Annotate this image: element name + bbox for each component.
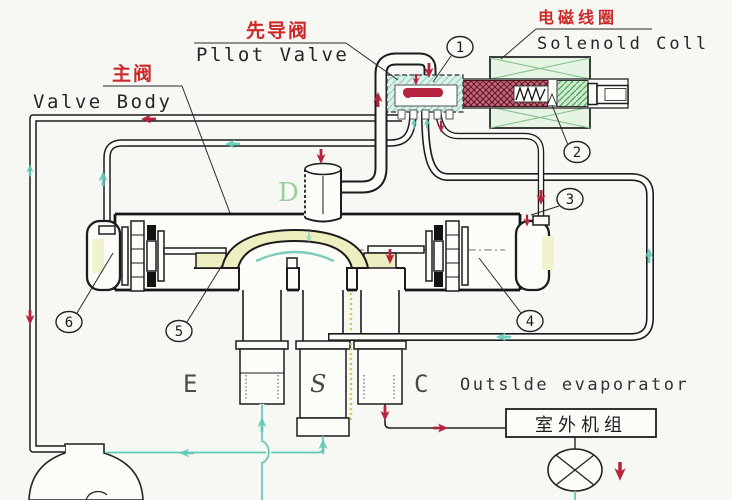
main-valve	[85, 162, 554, 292]
right-piston	[356, 220, 505, 292]
main-slide	[195, 228, 397, 269]
plunger-spring	[515, 85, 546, 103]
port-s-label: S	[310, 370, 326, 398]
callout-2: 2	[551, 104, 591, 164]
svg-text:先导阀: 先导阀	[246, 19, 309, 42]
callout-1: 1	[432, 35, 474, 83]
port-s-tube	[295, 289, 353, 437]
svg-text:5: 5	[175, 324, 183, 340]
suction-line	[106, 436, 324, 454]
svg-text:6: 6	[65, 315, 73, 331]
callouts: 1 2 3 4 5 6	[55, 35, 591, 343]
svg-text:4: 4	[526, 314, 534, 330]
label-valve-body: 主阀 Valve Body	[33, 62, 231, 214]
indoor-line	[261, 404, 270, 500]
svg-text:主阀: 主阀	[112, 62, 154, 85]
callout-5: 5	[165, 261, 225, 343]
outdoor-line	[384, 404, 506, 429]
labels: 主阀 Valve Body 先导阀 Pllot Valve 电磁线圈 Solen…	[33, 8, 709, 398]
svg-text:Valve Body: Valve Body	[33, 91, 172, 113]
outdoor-unit-box	[505, 408, 657, 438]
port-e-label: E	[183, 370, 197, 398]
svg-text:3: 3	[566, 192, 574, 208]
pilot-slide	[403, 88, 443, 98]
svg-text:1: 1	[456, 40, 464, 56]
fixed-core	[556, 80, 589, 107]
svg-text:电磁线圈: 电磁线圈	[538, 8, 618, 27]
port-c-tube	[353, 289, 407, 405]
callout-4: 4	[478, 257, 544, 333]
port-d-label: D	[278, 178, 299, 208]
fan-icon	[547, 448, 603, 492]
port-e-tube	[235, 289, 289, 405]
callout-3: 3	[530, 187, 584, 216]
outdoor-unit-label: 室外机组	[535, 415, 627, 436]
callout-6: 6	[55, 252, 114, 334]
label-solenoid-coil: 电磁线圈 Solenold Coll	[500, 8, 709, 60]
port-c-label: C	[414, 370, 428, 398]
svg-text:Pllot Valve: Pllot Valve	[196, 44, 349, 66]
label-pilot-valve: 先导阀 Pllot Valve	[194, 19, 399, 81]
compressor	[28, 443, 144, 500]
svg-text:Solenold Coll: Solenold Coll	[537, 34, 709, 54]
port-d-cylinder	[304, 162, 342, 223]
bottom-circuit: 室外机组	[28, 404, 657, 500]
pilot-solenoid-assembly	[386, 56, 629, 129]
pipes	[29, 52, 654, 453]
outside-evaporator-label: Outslde evaporator	[460, 375, 689, 395]
svg-text:2: 2	[573, 145, 581, 161]
left-piston	[121, 220, 227, 292]
